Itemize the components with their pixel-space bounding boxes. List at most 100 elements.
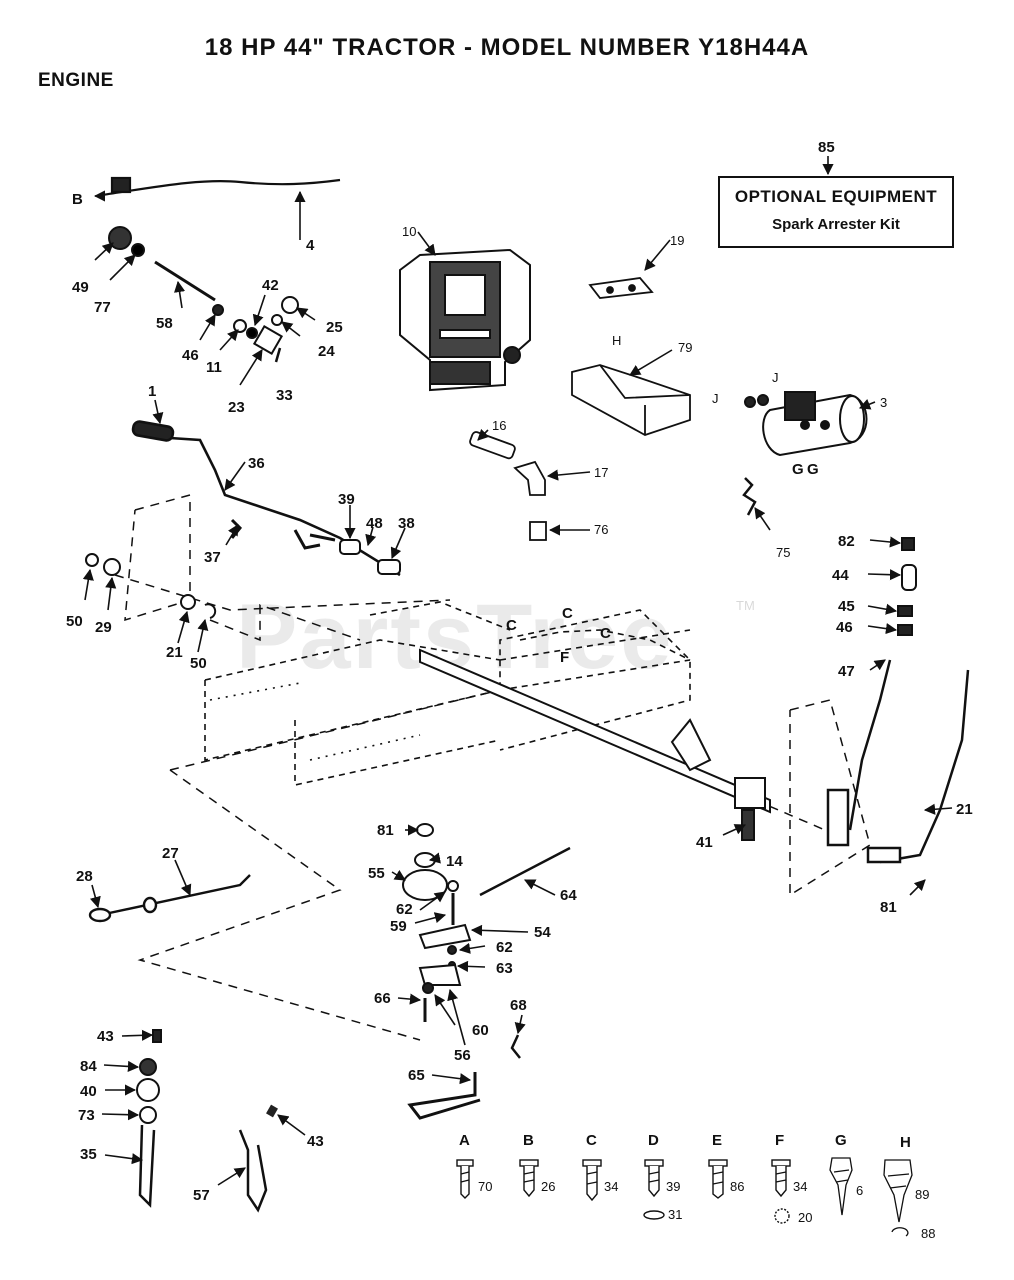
- callout-label: J: [772, 370, 779, 385]
- screw-icon: [456, 1159, 474, 1199]
- callout-label: J: [712, 391, 719, 406]
- callout-label: G: [807, 461, 819, 478]
- screw-icon: [771, 1159, 791, 1224]
- callout-label: 76: [594, 522, 608, 537]
- callout-label: H: [612, 333, 621, 348]
- callout-label: 24: [318, 343, 335, 360]
- hardware-part: 34: [604, 1179, 618, 1194]
- part-pulley-assembly: [402, 823, 481, 1120]
- page-title: 18 HP 44" TRACTOR - MODEL NUMBER Y18H44A: [204, 34, 810, 61]
- hardware-letter: B: [523, 1132, 534, 1149]
- callout-label: 21: [956, 801, 973, 818]
- callout-label: 1: [148, 383, 156, 400]
- hardware-letter: F: [775, 1132, 784, 1149]
- assembly-guide-lines: [114, 494, 871, 1041]
- callout-label: G: [792, 461, 804, 478]
- callout-label: 40: [80, 1083, 97, 1100]
- part-throttle-cable: [101, 176, 341, 197]
- callout-label: 59: [390, 918, 407, 935]
- callout-labels: 85 B 4 10 19 49 77 58 46 11 42 23 33 24 …: [66, 139, 973, 1204]
- callout-label: 81: [880, 899, 897, 916]
- callout-label: 79: [678, 340, 692, 355]
- callout-label: 64: [560, 887, 577, 904]
- callout-label: 44: [832, 567, 849, 584]
- callout-label: 77: [94, 299, 111, 316]
- callout-label: 65: [408, 1067, 425, 1084]
- hardware-part: 70: [478, 1179, 492, 1194]
- callout-label: 36: [248, 455, 265, 472]
- callout-label: 63: [496, 960, 513, 977]
- callout-label: C: [562, 605, 573, 622]
- hardware-legend: A B C D E F G H: [456, 1132, 935, 1241]
- hardware-part: 34: [793, 1179, 807, 1194]
- callout-label: 45: [838, 598, 855, 615]
- callout-label: 62: [496, 939, 513, 956]
- part-main-shaft: [419, 648, 771, 841]
- callout-label: 82: [838, 533, 855, 550]
- part-pto-rod: [88, 874, 251, 923]
- part-clutch-linkage: [136, 1029, 162, 1208]
- part-cable-64: [479, 846, 571, 897]
- hardware-part: 89: [915, 1187, 929, 1202]
- part-brake-pedal-rod: [866, 669, 970, 864]
- screw-icon: [519, 1159, 539, 1198]
- callout-85: 85: [818, 139, 835, 156]
- callout-label: 16: [492, 418, 506, 433]
- callout-label: 43: [97, 1028, 114, 1045]
- section-title: ENGINE: [38, 70, 114, 91]
- callout-label: B: [72, 191, 83, 208]
- screw-icon: [883, 1159, 913, 1237]
- part-heat-shield: [571, 364, 691, 436]
- callout-label: 62: [396, 901, 413, 918]
- part-nipple-76: [529, 521, 547, 541]
- callout-label: 27: [162, 845, 179, 862]
- callout-label: F: [560, 649, 569, 666]
- part-spring-68: [510, 1034, 521, 1059]
- callout-label: C: [600, 625, 611, 642]
- hardware-part: 6: [856, 1183, 863, 1198]
- hardware-part: 86: [730, 1179, 744, 1194]
- callout-label: 4: [306, 237, 315, 254]
- optional-equipment-title: OPTIONAL EQUIPMENT: [734, 187, 938, 206]
- screw-icon: [708, 1159, 728, 1199]
- part-spring-75: [742, 477, 757, 516]
- callout-label: 43: [307, 1133, 324, 1150]
- watermark-tm: TM: [736, 598, 755, 613]
- callout-label: 48: [366, 515, 383, 532]
- callout-label: 19: [670, 233, 684, 248]
- callout-label: 17: [594, 465, 608, 480]
- callout-label: 37: [204, 549, 221, 566]
- hardware-part: 39: [666, 1179, 680, 1194]
- hardware-part: 20: [798, 1210, 812, 1225]
- callout-label: 58: [156, 315, 173, 332]
- callout-label: 46: [182, 347, 199, 364]
- callout-label: 49: [72, 279, 89, 296]
- part-lever-knob-stack: [897, 537, 917, 636]
- callout-label: 35: [80, 1146, 97, 1163]
- callout-label: 50: [190, 655, 207, 672]
- hardware-letter: D: [648, 1132, 659, 1149]
- callout-label: 73: [78, 1107, 95, 1124]
- part-spring-57: [238, 1129, 268, 1213]
- callout-label: 75: [776, 545, 790, 560]
- callout-label: 10: [402, 224, 416, 239]
- callout-label: 84: [80, 1058, 97, 1075]
- part-choke-knob: [108, 226, 299, 363]
- callout-label: 39: [338, 491, 355, 508]
- screw-icon: [829, 1157, 853, 1216]
- part-exhaust-pipe: [469, 431, 516, 460]
- part-bolt-43: [266, 1104, 278, 1118]
- hardware-letter: G: [835, 1132, 847, 1149]
- callout-label: 56: [454, 1047, 471, 1064]
- part-control-rod: [131, 420, 401, 577]
- callout-label: 25: [326, 319, 343, 336]
- hardware-letter: C: [586, 1132, 597, 1149]
- callout-label: 60: [472, 1022, 489, 1039]
- part-engine: [399, 248, 531, 392]
- callout-label: 81: [377, 822, 394, 839]
- hardware-part: 26: [541, 1179, 555, 1194]
- hardware-letter: A: [459, 1132, 470, 1149]
- callout-label: 38: [398, 515, 415, 532]
- part-washers-left: [85, 553, 217, 619]
